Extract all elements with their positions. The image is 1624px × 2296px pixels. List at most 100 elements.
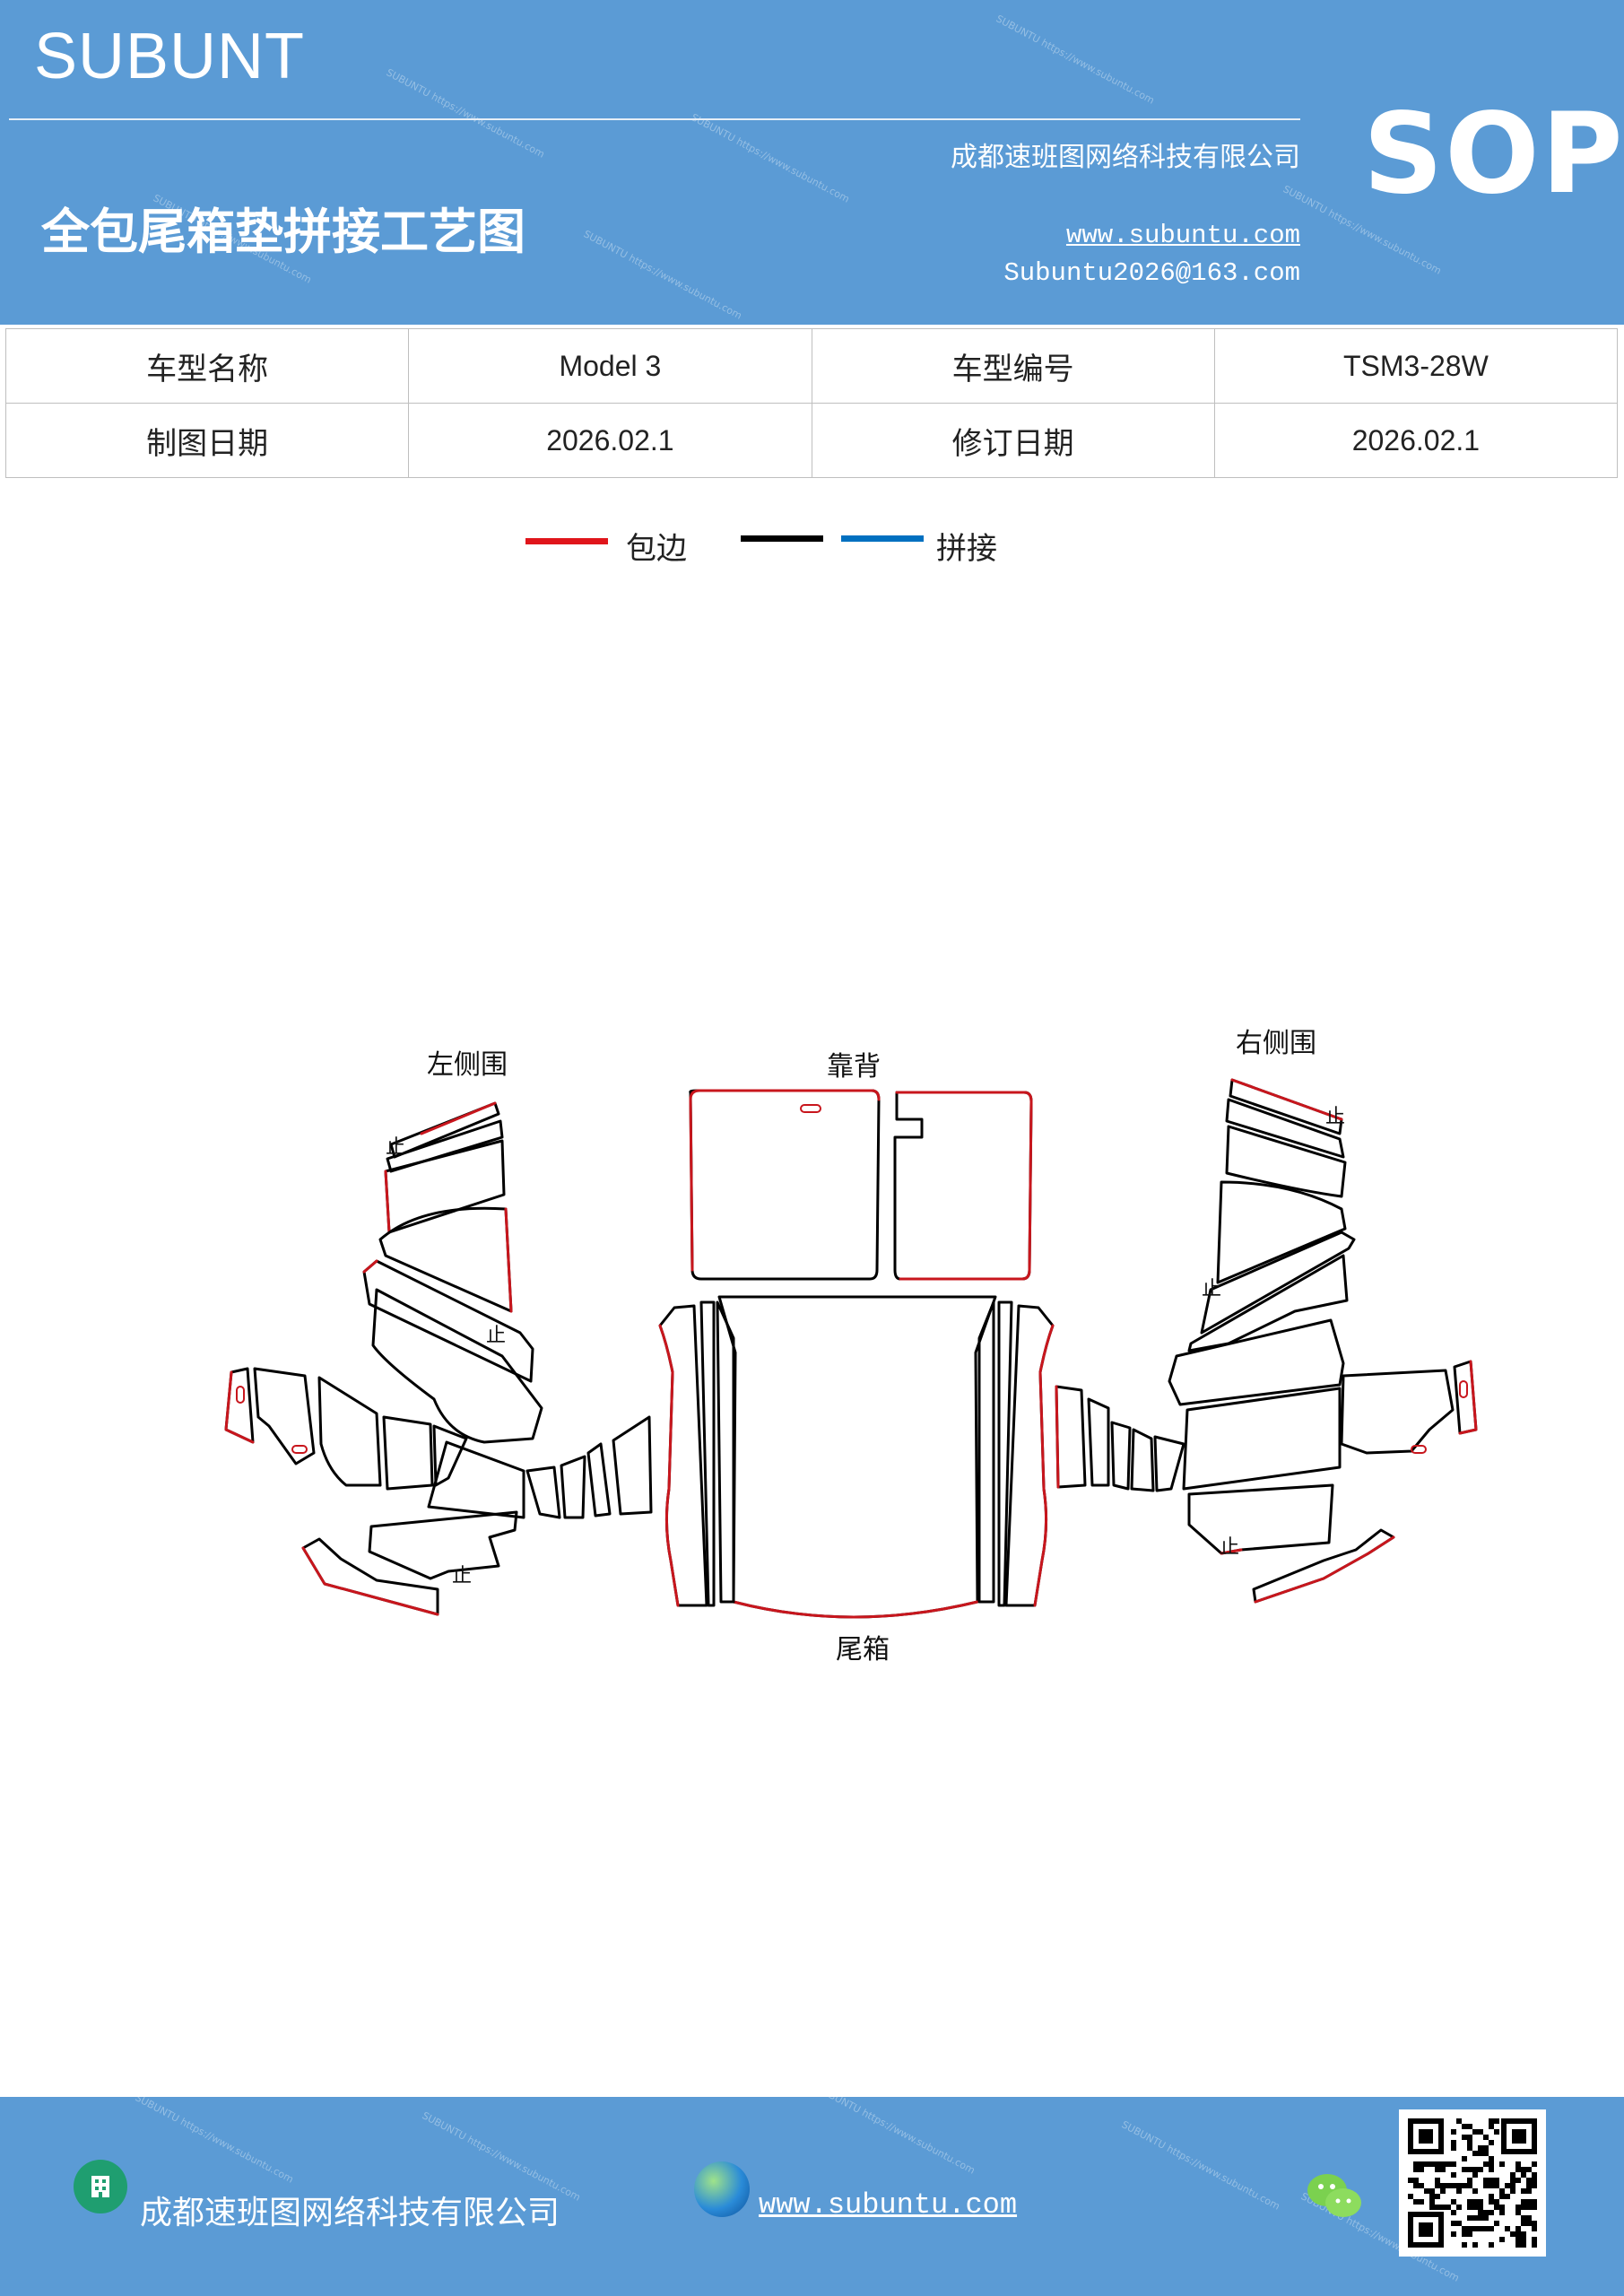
qr-module: [1446, 2183, 1451, 2188]
value-cell: 2026.02.1: [408, 403, 812, 478]
qr-module: [1435, 2194, 1440, 2199]
qr-module: [1472, 2188, 1478, 2194]
left-piece-3-edge: [384, 1170, 391, 1234]
qr-module: [1419, 2167, 1424, 2172]
qr-module: [1526, 2199, 1532, 2205]
qr-module: [1532, 2226, 1537, 2231]
left-piece-1-edge: [420, 1101, 497, 1135]
qr-module: [1510, 2172, 1515, 2178]
brand-name: SUBUNT: [34, 21, 306, 92]
qr-module: [1478, 2151, 1483, 2156]
footer-website[interactable]: www.subuntu.com: [759, 2188, 1018, 2222]
qr-module: [1456, 2118, 1462, 2124]
qr-module: [1478, 2205, 1483, 2210]
qr-module: [1462, 2231, 1467, 2237]
trunk-right-strip-2: [997, 1300, 1013, 1607]
qr-module: [1429, 2194, 1435, 2199]
label-left-side: 左侧围: [427, 1049, 508, 1081]
backrest-right-panel: [893, 1091, 1033, 1281]
qr-module: [1494, 2199, 1499, 2205]
qr-module: [1515, 2178, 1521, 2183]
left-piece-10: [382, 1415, 434, 1491]
qr-module: [1499, 2210, 1505, 2215]
qr-module: [1483, 2178, 1489, 2183]
qr-module: [1462, 2242, 1467, 2248]
left-piece-12: [427, 1440, 525, 1519]
qr-module: [1408, 2178, 1413, 2183]
legend-label-edge: 包边: [626, 531, 687, 567]
qr-code[interactable]: [1399, 2109, 1546, 2257]
qr-module: [1440, 2167, 1446, 2172]
qr-module: [1521, 2231, 1526, 2237]
left-piece-4-edge: [504, 1207, 513, 1313]
qr-module: [1526, 2167, 1532, 2172]
stop-mark: 止: [486, 1325, 506, 1347]
right-piece-4: [1216, 1180, 1347, 1284]
stop-mark: 止: [1325, 1106, 1345, 1128]
right-piece-15: [1153, 1435, 1185, 1492]
qr-module: [1467, 2205, 1472, 2210]
qr-module: [1526, 2188, 1532, 2194]
table-row: 车型名称 Model 3 车型编号 TSM3-28W: [4, 328, 1619, 404]
left-piece-18-edge: [301, 1546, 439, 1616]
qr-module: [1494, 2118, 1499, 2124]
qr-module: [1462, 2183, 1467, 2188]
qr-module: [1510, 2188, 1515, 2194]
qr-module: [1483, 2210, 1489, 2215]
diagram-shapes: 止 止 止: [224, 1078, 1478, 1619]
footer-banner: SUBUNTU https://www.subuntu.com SUBUNTU …: [0, 2097, 1624, 2296]
right-side-group: 止 止 止: [1055, 1078, 1478, 1604]
qr-module: [1456, 2183, 1462, 2188]
right-piece-1-edge: [1230, 1078, 1343, 1121]
qr-module: [1472, 2172, 1478, 2178]
trunk-floor: [717, 1295, 997, 1619]
qr-module: [1440, 2183, 1446, 2188]
right-piece-10: [1182, 1387, 1342, 1491]
globe-icon: [694, 2161, 750, 2217]
qr-module: [1462, 2124, 1467, 2129]
qr-module: [1440, 2205, 1446, 2210]
qr-module: [1451, 2172, 1456, 2178]
qr-module: [1499, 2188, 1505, 2194]
right-piece-16: [1187, 1483, 1334, 1555]
qr-module: [1413, 2183, 1419, 2188]
qr-module: [1451, 2145, 1456, 2151]
sop-badge: SOP: [1363, 90, 1624, 219]
stop-mark: 止: [452, 1565, 472, 1587]
qr-module: [1472, 2129, 1478, 2135]
qr-module: [1489, 2183, 1494, 2188]
qr-module: [1467, 2145, 1472, 2151]
qr-module: [1489, 2194, 1494, 2199]
value-cell: Model 3: [408, 328, 812, 404]
qr-module: [1472, 2215, 1478, 2221]
label-cell: 制图日期: [4, 403, 410, 478]
qr-module: [1532, 2178, 1537, 2183]
qr-module: [1532, 2199, 1537, 2205]
qr-module: [1472, 2242, 1478, 2248]
qr-module: [1526, 2183, 1532, 2188]
qr-module: [1483, 2183, 1489, 2188]
trunk-left-edge: [658, 1324, 680, 1607]
qr-module: [1451, 2199, 1456, 2205]
qr-module: [1456, 2188, 1462, 2194]
qr-module: [1462, 2156, 1467, 2161]
qr-module: [1462, 2167, 1467, 2172]
backrest-right-edge: [895, 1091, 1033, 1281]
qr-module: [1489, 2210, 1494, 2215]
qr-module: [1521, 2199, 1526, 2205]
website-link[interactable]: www.subuntu.com: [1065, 221, 1300, 250]
qr-module: [1505, 2183, 1510, 2188]
qr-module: [1451, 2221, 1456, 2226]
qr-module: [1446, 2161, 1451, 2167]
qr-module: [1532, 2205, 1537, 2210]
qr-module: [1440, 2161, 1446, 2167]
qr-module: [1467, 2135, 1472, 2140]
right-piece-8: [1340, 1369, 1455, 1455]
qr-module: [1424, 2161, 1429, 2167]
legend-swatch-red: [525, 538, 608, 544]
trunk-right-edge: [1033, 1324, 1055, 1607]
company-name: 成都速班图网络科技有限公司: [951, 142, 1300, 173]
left-piece-7-slot: [236, 1386, 245, 1404]
qr-module: [1515, 2167, 1521, 2172]
qr-module: [1526, 2205, 1532, 2210]
